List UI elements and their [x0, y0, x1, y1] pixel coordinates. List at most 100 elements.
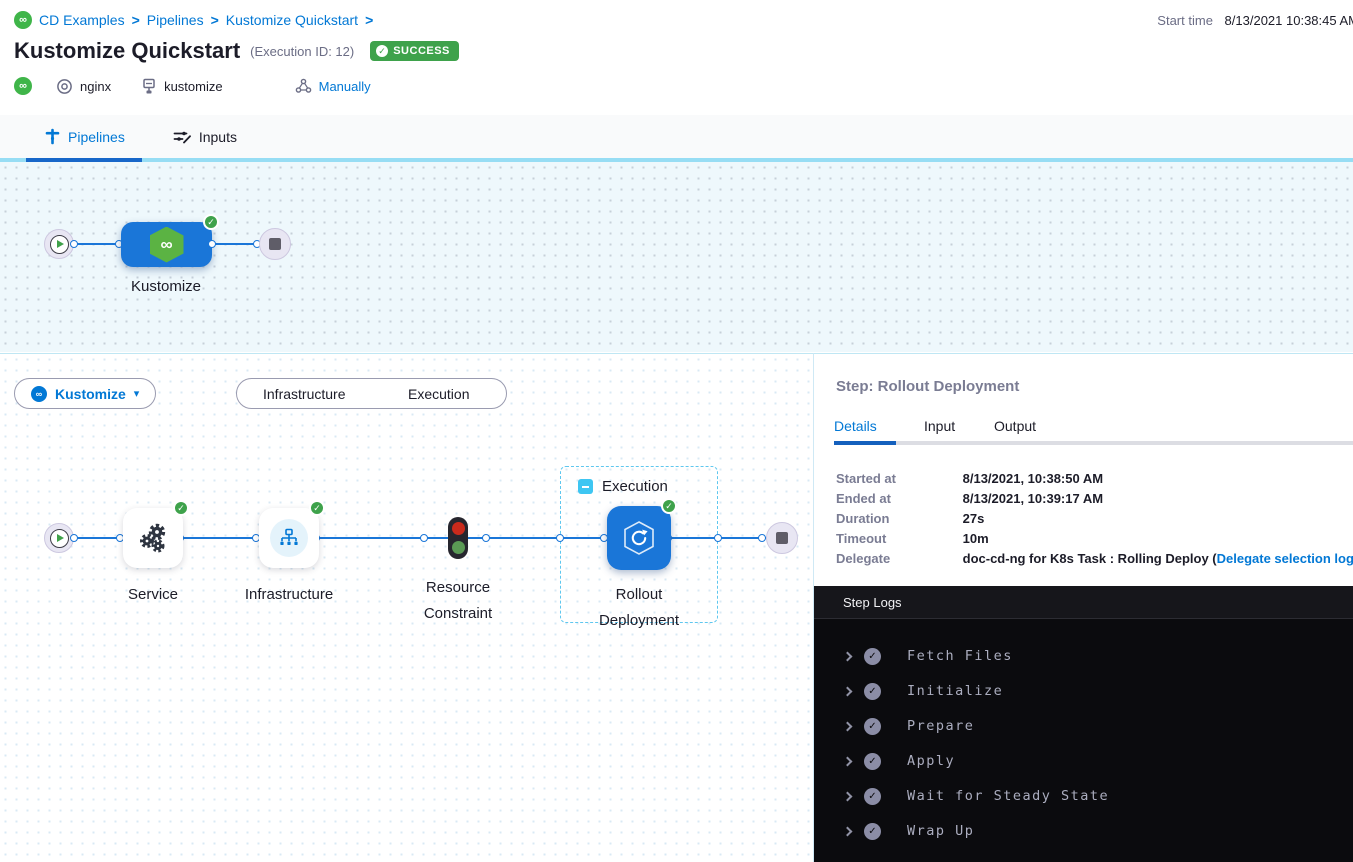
pipeline-icon [45, 128, 60, 145]
step-success-icon: ✓ [309, 500, 325, 516]
stop-icon [269, 238, 281, 250]
log-success-icon: ✓ [864, 787, 881, 805]
execution-canvas[interactable]: ∞ Kustomize ▾ Infrastructure Execution E… [0, 353, 813, 862]
detail-value: 8/13/2021, 10:38:50 AM [962, 471, 1104, 486]
stage-selector-dropdown[interactable]: ∞ Kustomize ▾ [14, 378, 157, 409]
chevron-right-icon[interactable] [842, 651, 853, 661]
execution-group-header[interactable]: Execution [578, 478, 668, 495]
step-node-rollout-deployment[interactable]: ✓ [607, 498, 677, 570]
log-success-icon: ✓ [864, 822, 881, 840]
connector-dot [556, 534, 564, 542]
breadcrumb-pipelines[interactable]: Pipelines [146, 12, 204, 28]
stage-selector-label: Kustomize [55, 385, 126, 402]
breadcrumb-separator: > [131, 12, 140, 28]
connector-dot [482, 534, 490, 542]
trigger-tag: Manually [295, 78, 371, 94]
chevron-right-icon[interactable] [842, 826, 853, 836]
log-section-apply[interactable]: ✓ Apply [814, 752, 955, 770]
step-node-resource-constraint[interactable] [448, 517, 468, 559]
tab-inputs[interactable]: Inputs [173, 129, 237, 145]
detail-label: Duration [836, 511, 890, 526]
stage-node-kustomize[interactable]: ∞ ✓ [121, 214, 219, 267]
log-success-icon: ✓ [864, 717, 881, 735]
toggle-infrastructure[interactable]: Infrastructure [263, 385, 346, 402]
log-success-icon: ✓ [864, 752, 881, 770]
detail-value: 27s [962, 511, 985, 526]
tab-pipelines[interactable]: Pipelines [45, 128, 125, 145]
pipeline-canvas[interactable]: ∞ ✓ Kustomize [0, 162, 1353, 352]
active-tab-indicator [26, 158, 142, 162]
chevron-right-icon[interactable] [842, 791, 853, 801]
detail-value: 8/13/2021, 10:39:17 AM [962, 491, 1104, 506]
log-section-label: Fetch Files [907, 648, 1013, 664]
step-panel-title: Step: Rollout Deployment [836, 378, 1020, 395]
log-section-wrap-up[interactable]: ✓ Wrap Up [814, 822, 974, 840]
detail-label: Ended at [836, 491, 891, 506]
log-section-label: Wrap Up [907, 823, 975, 839]
stage-success-icon: ✓ [203, 214, 219, 230]
execution-group-label: Execution [602, 478, 668, 495]
trigger-cluster-icon [295, 78, 311, 93]
trigger-tag-label[interactable]: Manually [318, 78, 371, 94]
execution-step-group[interactable]: Execution [560, 466, 718, 623]
connector-dot [70, 534, 78, 542]
play-icon [49, 528, 69, 548]
breadcrumb-separator: > [365, 12, 374, 28]
breadcrumb-separator: > [210, 12, 219, 28]
traffic-light-red [451, 522, 465, 536]
chevron-right-icon[interactable] [842, 756, 853, 766]
log-section-label: Initialize [907, 683, 1004, 699]
execution-start-node[interactable] [44, 523, 74, 553]
log-section-label: Wait for Steady State [907, 788, 1110, 804]
target-icon [57, 78, 72, 94]
step-label-infrastructure: Infrastructure [244, 586, 334, 603]
status-badge: ✓ SUCCESS [370, 41, 459, 61]
cd-stage-icon: ∞ [31, 385, 47, 402]
step-node-service[interactable]: ✓ [123, 500, 189, 568]
execution-id: (Execution ID: 12) [250, 43, 355, 59]
connector-dot [420, 534, 428, 542]
log-section-fetch-files[interactable]: ✓ Fetch Files [814, 647, 1013, 665]
connector-dot [714, 534, 722, 542]
breadcrumb-kustomize-quickstart[interactable]: Kustomize Quickstart [225, 12, 359, 28]
page-header: ∞ CD Examples > Pipelines > Kustomize Qu… [0, 0, 1353, 115]
tab-details[interactable]: Details [834, 418, 877, 434]
tab-divider[interactable] [896, 441, 1353, 445]
log-success-icon: ✓ [864, 647, 881, 665]
pipeline-start-node[interactable] [44, 229, 74, 259]
environment-tag-label: kustomize [164, 78, 223, 94]
pipeline-end-node[interactable] [259, 228, 291, 260]
detail-row-duration: Duration 27s [836, 511, 984, 526]
service-gears-icon [140, 523, 166, 553]
chevron-right-icon[interactable] [842, 721, 853, 731]
check-icon: ✓ [376, 45, 389, 57]
connector-dot [70, 240, 78, 248]
tab-inputs-label: Inputs [198, 128, 237, 145]
toggle-execution[interactable]: Execution [408, 385, 470, 402]
step-label-resource-constraint: Resource Constraint [423, 579, 493, 622]
status-badge-label: SUCCESS [393, 45, 450, 57]
step-label-rollout-deployment: Rollout Deployment [598, 586, 680, 629]
log-section-initialize[interactable]: ✓ Initialize [814, 682, 1003, 700]
rollout-refresh-icon [624, 521, 654, 555]
detail-row-ended: Ended at 8/13/2021, 10:39:17 AM [836, 491, 1103, 506]
step-logs-title: Step Logs [814, 586, 1353, 619]
tab-input[interactable]: Input [924, 418, 956, 434]
tab-output[interactable]: Output [994, 418, 1037, 434]
stage-label[interactable]: Kustomize [130, 278, 202, 295]
chevron-right-icon[interactable] [842, 686, 853, 696]
collapse-icon[interactable] [578, 479, 593, 494]
execution-end-node[interactable] [766, 522, 798, 554]
log-section-wait-for-steady-state[interactable]: ✓ Wait for Steady State [814, 787, 1109, 805]
detail-row-delegate: Delegate doc-cd-ng for K8s Task : Rollin… [836, 551, 1353, 566]
delegate-selection-logs-link[interactable]: Delegate selection logs [1216, 551, 1353, 566]
breadcrumb-cd-examples[interactable]: CD Examples [39, 12, 125, 28]
stop-icon [776, 532, 788, 544]
play-icon [49, 234, 69, 254]
connector-dot [208, 240, 216, 248]
step-node-infrastructure[interactable]: ✓ [259, 500, 325, 568]
service-tag: nginx [56, 78, 111, 95]
cd-stage-icon: ∞ [149, 226, 184, 263]
main-tabbar: Pipelines Inputs [0, 115, 1353, 158]
log-section-prepare[interactable]: ✓ Prepare [814, 717, 974, 735]
